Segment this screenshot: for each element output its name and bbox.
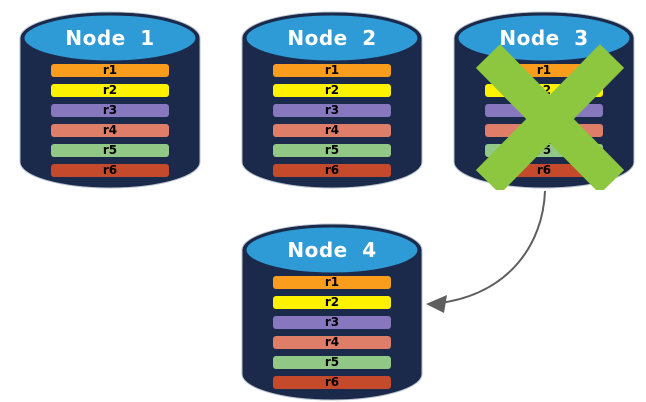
replica-row-r6: r6 [273,376,391,389]
node-4: Node 4 r1 r2 r3 r4 r5 r6 [240,222,424,402]
node-label: Node 2 [287,26,377,50]
replica-row-r3: r3 [273,104,391,117]
failover-arrow-line [439,190,546,304]
cylinder-top [21,12,199,64]
failover-arrowhead-icon [426,295,447,313]
replica-rows: r1 r2 r3 r4 r5 r6 [273,64,391,184]
replica-row-r6: r6 [485,164,603,177]
replica-rows: r1 r2 r3 r4 r5 r6 [273,276,391,396]
replica-row-r1: r1 [51,64,169,77]
node-1: Node 1 r1 r2 r3 r4 r5 r6 [18,10,202,190]
replica-row-r5: r5 [273,144,391,157]
replica-row-r2: r2 [273,296,391,309]
replica-row-r1: r1 [273,64,391,77]
node-2: Node 2 r1 r2 r3 r4 r5 r6 [240,10,424,190]
replica-row-r5: r5 [485,144,603,157]
replica-row-r4: r4 [273,124,391,137]
replica-row-r5: r5 [51,144,169,157]
node-label: Node 4 [287,238,377,262]
replica-row-r5: r5 [273,356,391,369]
node-label: Node 3 [499,26,589,50]
replica-row-r2: r2 [485,84,603,97]
replica-row-r2: r2 [51,84,169,97]
node-3: Node 3 r1 r2 r3 r4 r5 r6 [452,10,636,190]
cylinder-top [243,224,421,276]
replica-row-r1: r1 [485,64,603,77]
replica-row-r6: r6 [51,164,169,177]
replica-row-r2: r2 [273,84,391,97]
replica-row-r3: r3 [51,104,169,117]
replica-row-r3: r3 [485,104,603,117]
replica-row-r3: r3 [273,316,391,329]
replica-rows: r1 r2 r3 r4 r5 r6 [485,64,603,184]
replica-row-r6: r6 [273,164,391,177]
replica-rows: r1 r2 r3 r4 r5 r6 [51,64,169,184]
cylinder-top [243,12,421,64]
replica-row-r1: r1 [273,276,391,289]
replica-row-r4: r4 [485,124,603,137]
replica-row-r4: r4 [273,336,391,349]
replica-row-r4: r4 [51,124,169,137]
node-label: Node 1 [65,26,155,50]
